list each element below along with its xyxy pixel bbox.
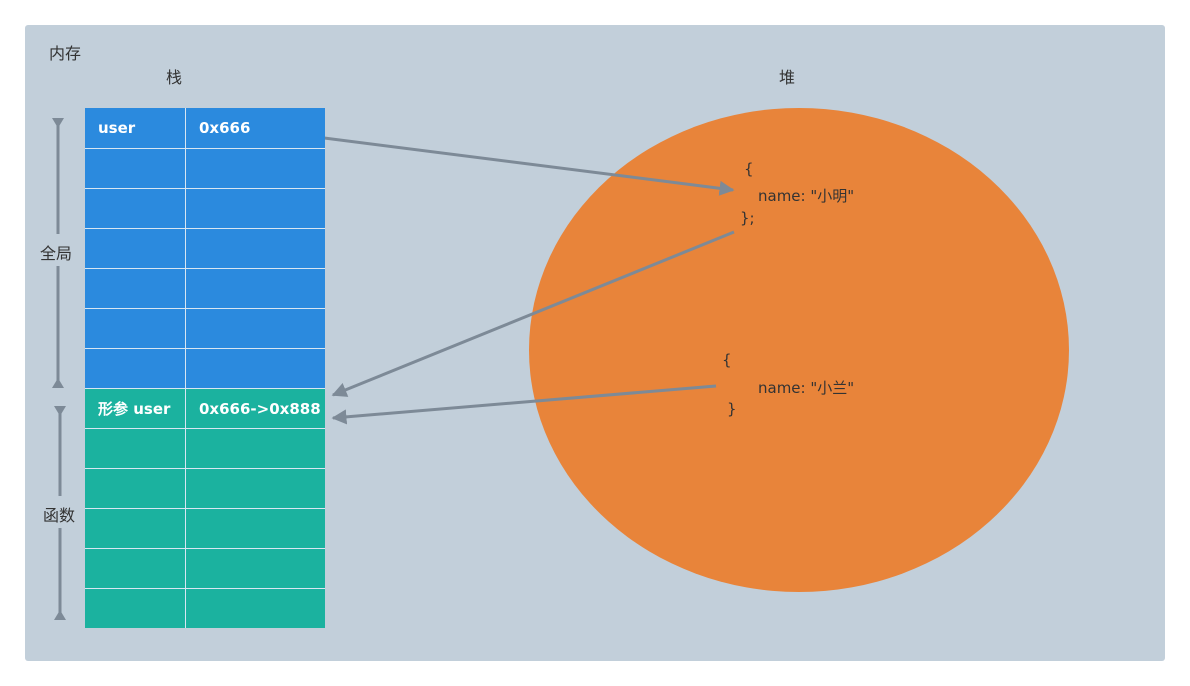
stack-row-name [85, 589, 186, 628]
stack-row [85, 228, 325, 268]
stack-row-name [85, 309, 186, 348]
stack-title: 栈 [166, 68, 183, 87]
global-scope-label: 全局 [40, 240, 73, 264]
stack-row-name [85, 429, 186, 468]
stack-row-name [85, 469, 186, 508]
global-scope-bracket [52, 118, 64, 388]
function-scope-bracket [54, 406, 66, 620]
stack-table: user 0x666 形参 user 0x666->0x888 [85, 108, 325, 628]
stack-row-value: 0x666->0x888 [199, 400, 321, 418]
stack-row [85, 268, 325, 308]
stack-row-name [85, 229, 186, 268]
stack-row-value: 0x666 [199, 119, 251, 137]
stack-row-name [85, 549, 186, 588]
heap-title: 堆 [779, 68, 796, 87]
stack-row [85, 468, 325, 508]
stack-row [85, 148, 325, 188]
arrow-obj1-to-param [331, 230, 735, 397]
stack-row-value [186, 509, 325, 548]
stack-row-value [186, 309, 325, 348]
stack-row-name [85, 269, 186, 308]
stack-row-name [85, 349, 186, 388]
stack-row-value [186, 469, 325, 508]
stack-row-value [186, 229, 325, 268]
obj2-name-property: name: "小兰" [758, 379, 855, 397]
stack-row-name [85, 149, 186, 188]
obj2-close-brace: } [727, 400, 737, 418]
stack-row-value [186, 349, 325, 388]
obj1-close-brace: }; [740, 209, 755, 227]
stack-row [85, 348, 325, 388]
stack-row-value [186, 149, 325, 188]
stack-row-value [186, 549, 325, 588]
stack-row [85, 188, 325, 228]
arrow-obj2-to-param [331, 384, 717, 425]
stack-row [85, 588, 325, 628]
stack-row [85, 508, 325, 548]
obj1-open-brace: { [744, 160, 754, 178]
stack-row-name: 形参 user [85, 389, 186, 428]
stack-row: 形参 user 0x666->0x888 [85, 388, 325, 428]
stack-row-name [85, 509, 186, 548]
stack-row-value [186, 429, 325, 468]
stack-row [85, 308, 325, 348]
stack-row-name [85, 189, 186, 228]
stack-row [85, 548, 325, 588]
stack-row-value [186, 589, 325, 628]
heap-area [529, 108, 1069, 592]
stack-row-value [186, 269, 325, 308]
memory-title: 内存 [49, 44, 82, 63]
function-scope-label: 函数 [43, 502, 76, 526]
obj1-name-property: name: "小明" [758, 187, 855, 205]
arrow-user-to-obj1 [284, 131, 735, 196]
stack-row-name: user [85, 108, 186, 148]
obj2-open-brace: { [722, 351, 732, 369]
stack-row-value [186, 189, 325, 228]
stack-row [85, 428, 325, 468]
stack-row: user 0x666 [85, 108, 325, 148]
